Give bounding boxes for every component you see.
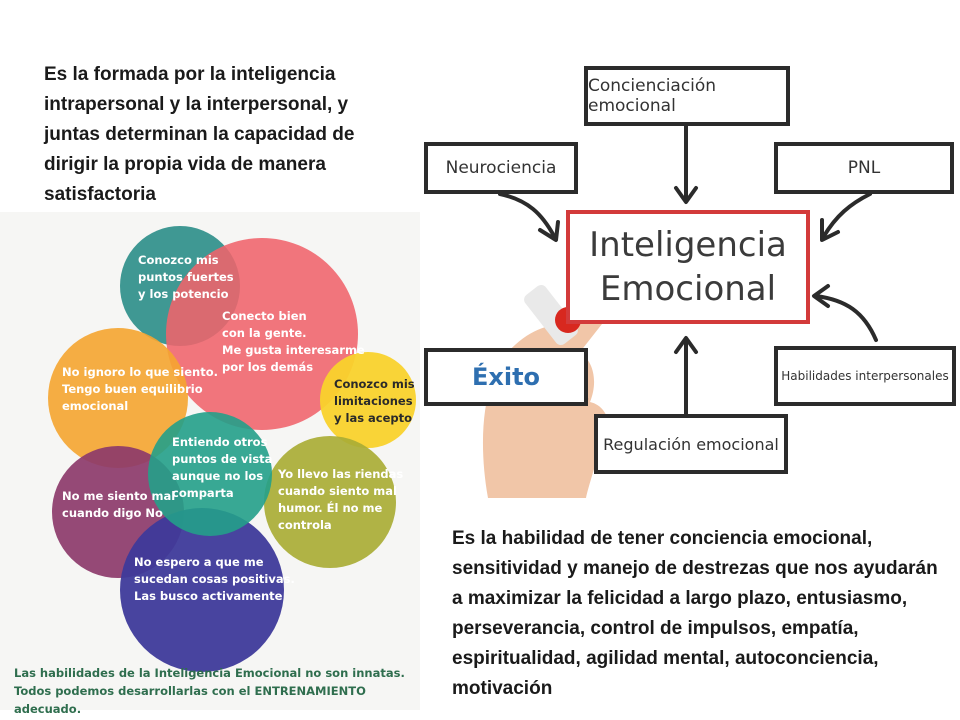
circle-no-label: No me siento mal cuando digo No (62, 489, 176, 520)
box-exito-label: Éxito (471, 363, 541, 391)
arrow-right-top (822, 192, 872, 238)
box-regulacion-label: Regulación emocional (603, 434, 779, 454)
infographic-footer-note: Las habilidades de la Inteligencia Emoci… (14, 666, 405, 716)
box-habilidades-label: Habilidades interpersonales (781, 369, 949, 383)
circle-riendas-shape (264, 436, 396, 568)
circle-empatia-label: Entiendo otros puntos de vista aunque no… (172, 435, 273, 500)
circle-limitaciones-label: Conozco mis limitaciones y las acepto (334, 377, 415, 425)
definition-paragraph: Es la habilidad de tener conciencia emoc… (452, 528, 938, 699)
circle-positivas-shape (120, 508, 284, 672)
box-concienciacion: Concienciación emocional (584, 66, 790, 126)
circle-fortalezas-label: Conozco mis puntos fuertes y los potenci… (138, 253, 234, 301)
box-concienciacion-label: Concienciación emocional (588, 76, 717, 116)
center-label: Inteligencia Emocional (589, 225, 787, 309)
arrow-right-bottom (814, 294, 878, 342)
circle-conecto-shape (166, 238, 358, 430)
circle-limitaciones-shape (320, 352, 416, 448)
box-neurociencia-label: Neurociencia (445, 158, 557, 178)
box-exito: Éxito (424, 348, 588, 406)
circle-riendas-label: Yo llevo las riendas cuando siento mal h… (278, 467, 404, 532)
box-habilidades: Habilidades interpersonales (774, 346, 956, 406)
box-pnl: PNL (774, 142, 954, 194)
box-pnl-label: PNL (847, 158, 881, 178)
box-inteligencia-emocional: Inteligencia Emocional (566, 210, 810, 324)
box-regulacion: Regulación emocional (594, 414, 788, 474)
circle-positivas-label: No espero a que me sucedan cosas positiv… (134, 555, 295, 603)
emotional-skills-infographic: Conozco mis puntos fuertes y los potenci… (0, 212, 420, 716)
circle-equilibrio-label: No ignoro lo que siento. Tengo buen equi… (62, 365, 218, 413)
circle-conecto-label: Conecto bien con la gente. Me gusta inte… (222, 309, 365, 374)
circle-equilibrio-shape (48, 328, 188, 468)
emotional-intelligence-diagram: Concienciación emocional Neurociencia PN… (418, 62, 958, 498)
intro-paragraph: Es la formada por la inteligencia intrap… (44, 64, 355, 205)
arrow-left-top (498, 192, 556, 238)
circle-empatia-shape (148, 412, 272, 536)
box-neurociencia: Neurociencia (424, 142, 578, 194)
